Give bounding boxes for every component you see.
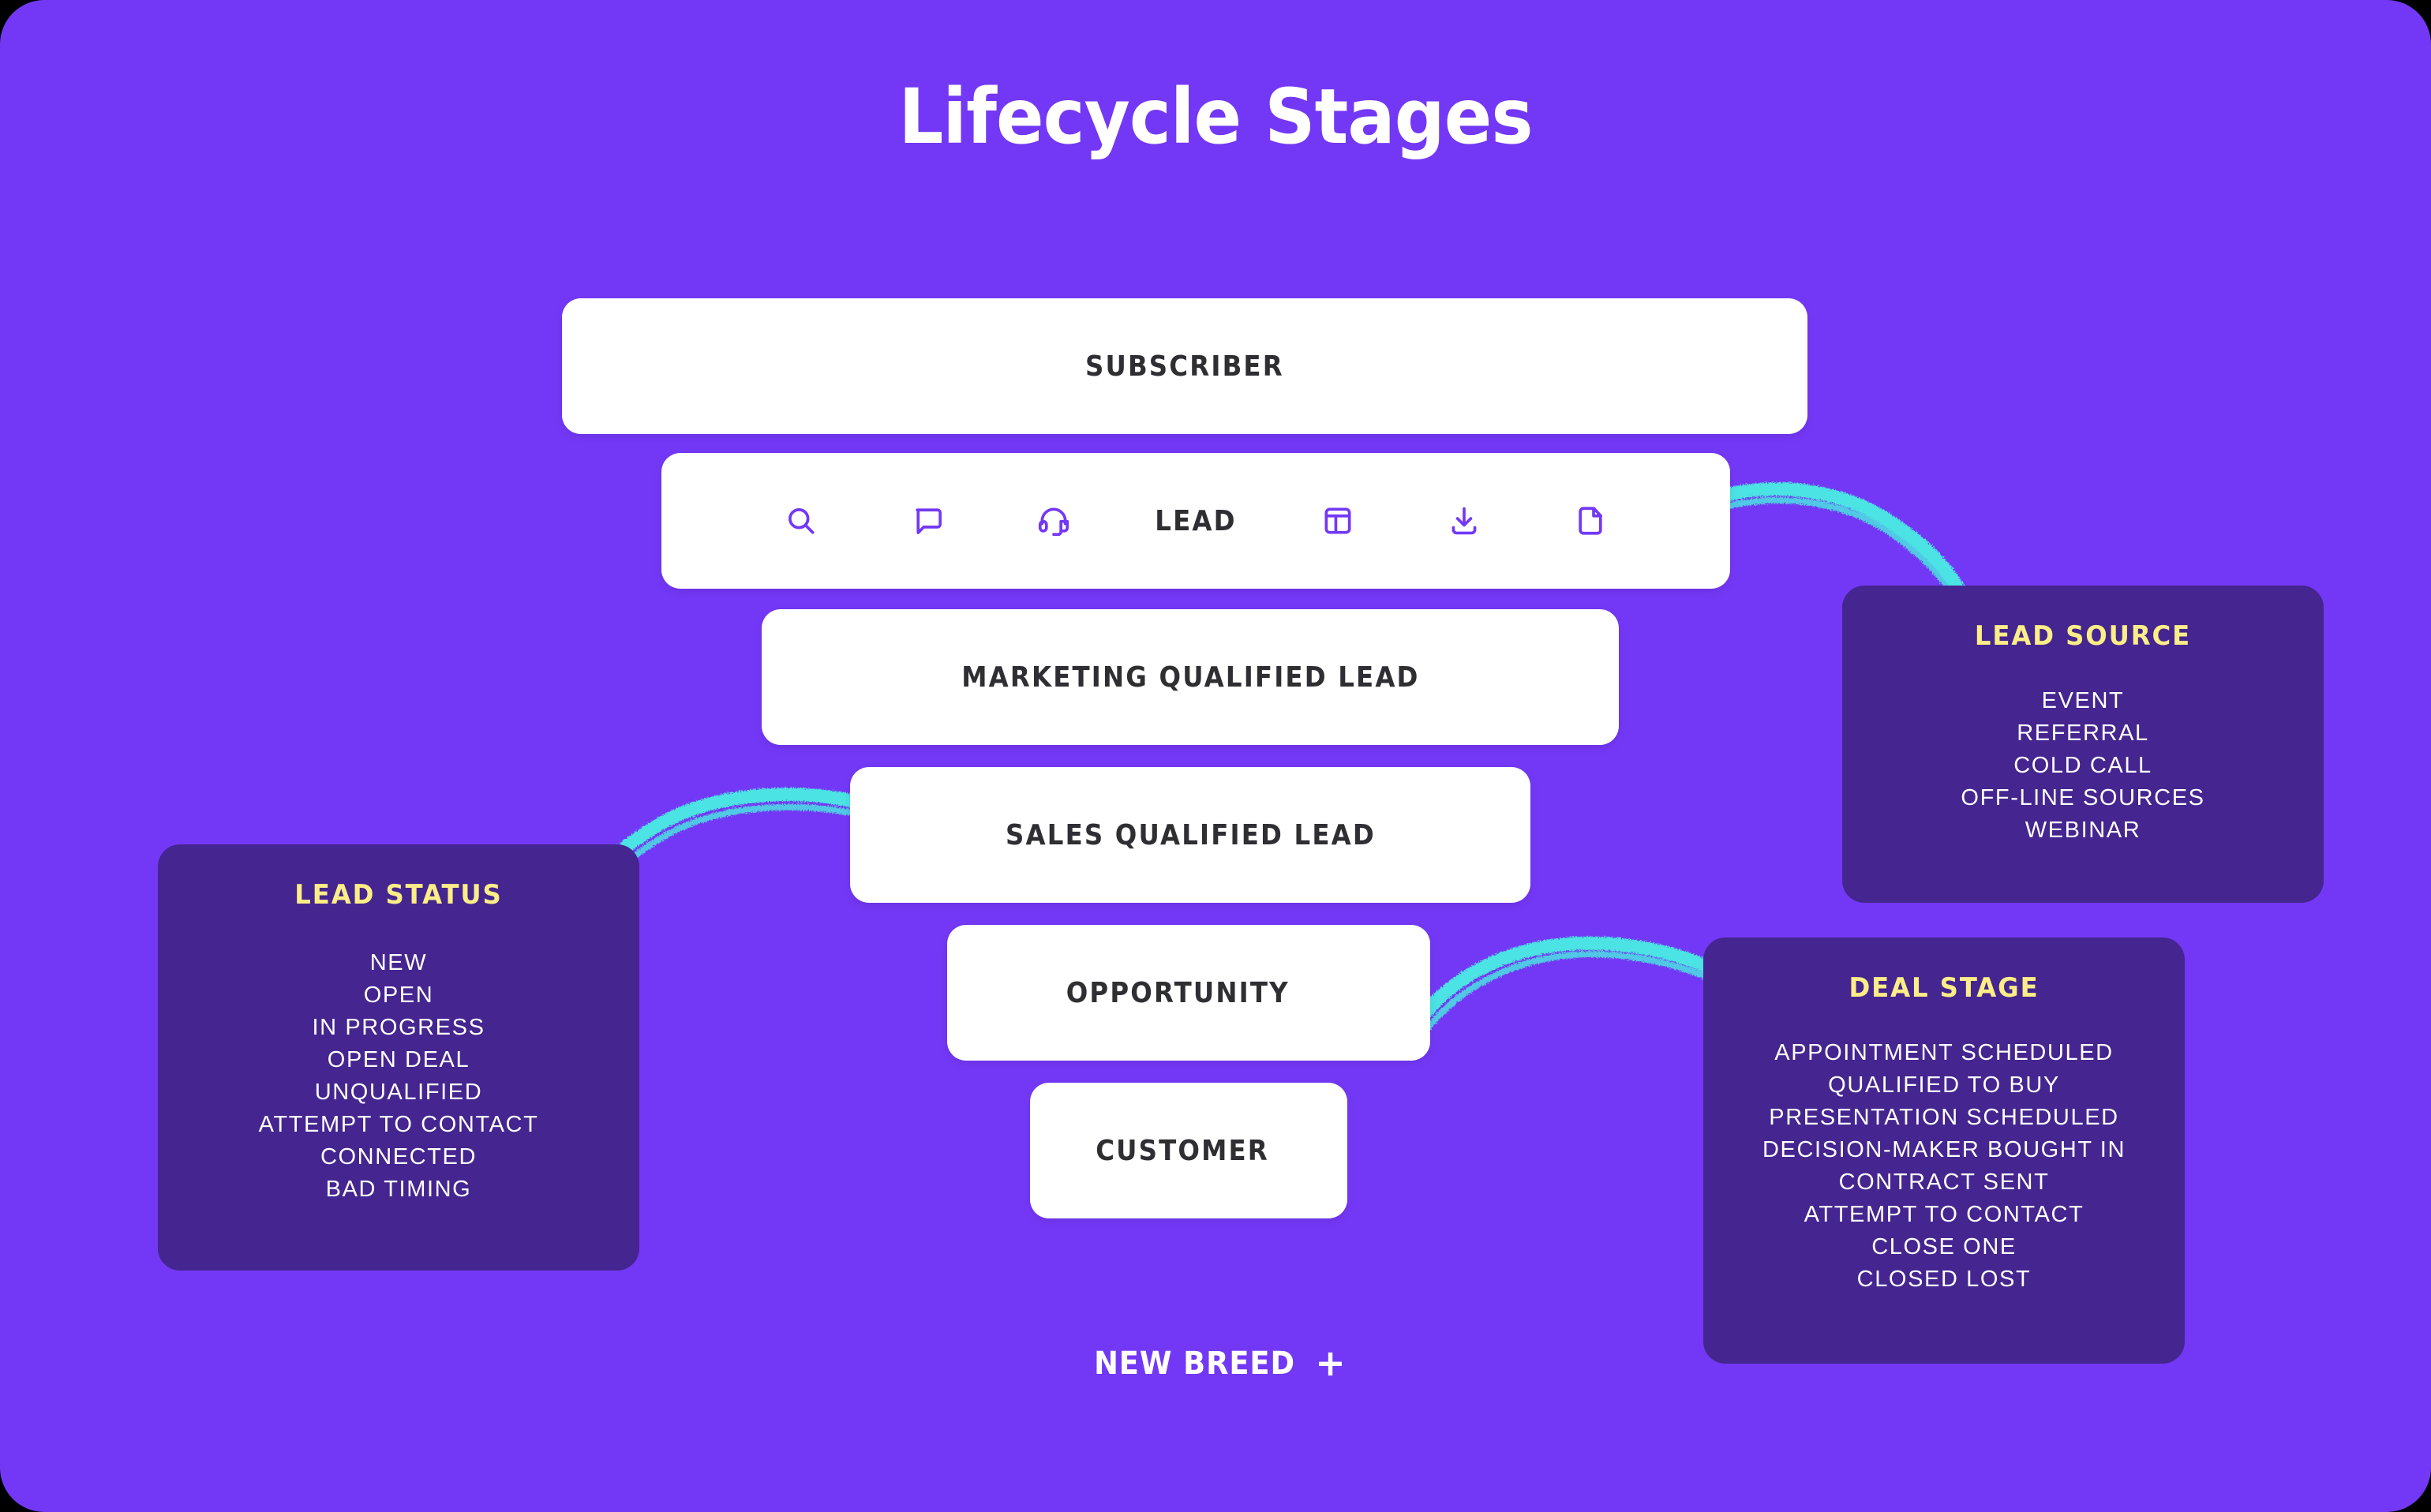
funnel-stage-label: MARKETING QUALIFIED LEAD	[961, 661, 1420, 694]
list-item: QUALIFIED TO BUY	[1828, 1072, 2060, 1098]
list-item: WEBINAR	[2025, 818, 2141, 843]
list-item: IN PROGRESS	[312, 1015, 485, 1040]
list-item: EVENT	[2041, 688, 2125, 713]
list-item: OPEN	[363, 982, 434, 1008]
funnel-stage-label: LEAD	[1155, 504, 1237, 537]
list-item: COLD CALL	[2013, 753, 2152, 778]
list-item: REFERRAL	[2017, 720, 2149, 746]
file-document-icon[interactable]	[1527, 503, 1654, 538]
info-card-deal-stage: DEAL STAGE APPOINTMENT SCHEDULED QUALIFI…	[1703, 938, 2185, 1364]
list-item: CONNECTED	[320, 1144, 478, 1170]
funnel-stage-label: SUBSCRIBER	[1085, 350, 1284, 383]
list-item: OFF-LINE SOURCES	[1961, 785, 2205, 810]
list-item: CLOSED LOST	[1856, 1267, 2032, 1292]
list-item: ATTEMPT TO CONTACT	[1804, 1202, 2085, 1227]
funnel-stage-subscriber[interactable]: SUBSCRIBER	[562, 298, 1807, 434]
info-card-title: LEAD STATUS	[294, 879, 503, 911]
plus-icon: +	[1315, 1342, 1346, 1384]
funnel-stage-marketing-qualified-lead[interactable]: MARKETING QUALIFIED LEAD	[762, 609, 1619, 745]
info-card-list: EVENT REFERRAL COLD CALL OFF-LINE SOURCE…	[1842, 685, 2324, 847]
layout-panel-icon[interactable]	[1275, 503, 1401, 538]
chat-bubble-icon[interactable]	[864, 503, 991, 538]
list-item: PRESENTATION SCHEDULED	[1769, 1105, 2119, 1130]
list-item: NEW	[369, 950, 428, 975]
info-card-list: NEW OPEN IN PROGRESS OPEN DEAL UNQUALIFI…	[158, 947, 639, 1206]
brand-logo: NEW BREED +	[0, 1342, 2431, 1384]
list-item: OPEN DEAL	[327, 1047, 470, 1072]
brand-name: NEW BREED	[1094, 1345, 1296, 1382]
funnel-stage-lead[interactable]: LEAD	[661, 453, 1730, 589]
info-card-title: LEAD SOURCE	[1974, 620, 2192, 652]
list-item: CONTRACT SENT	[1838, 1170, 2050, 1195]
list-item: DECISION-MAKER BOUGHT IN	[1762, 1137, 2126, 1162]
info-card-lead-status: LEAD STATUS NEW OPEN IN PROGRESS OPEN DE…	[158, 844, 639, 1271]
lead-icon-row: LEAD	[661, 503, 1730, 538]
info-card-list: APPOINTMENT SCHEDULED QUALIFIED TO BUY P…	[1703, 1037, 2185, 1296]
info-card-title: DEAL STAGE	[1849, 972, 2040, 1004]
headset-icon[interactable]	[991, 503, 1117, 538]
info-card-lead-source: LEAD SOURCE EVENT REFERRAL COLD CALL OFF…	[1842, 586, 2324, 903]
funnel-stage-opportunity[interactable]: OPPORTUNITY	[947, 925, 1430, 1061]
funnel-stage-label: OPPORTUNITY	[1066, 976, 1290, 1009]
list-item: ATTEMPT TO CONTACT	[258, 1112, 539, 1137]
funnel-stage-customer[interactable]: CUSTOMER	[1030, 1083, 1347, 1218]
funnel-stage-sales-qualified-lead[interactable]: SALES QUALIFIED LEAD	[850, 767, 1530, 903]
list-item: UNQUALIFIED	[314, 1080, 483, 1105]
list-item: BAD TIMING	[325, 1177, 472, 1202]
download-icon[interactable]	[1401, 503, 1527, 538]
funnel-stage-label: SALES QUALIFIED LEAD	[1005, 818, 1376, 851]
funnel-stage-label: CUSTOMER	[1096, 1134, 1269, 1167]
list-item: CLOSE ONE	[1871, 1234, 2017, 1259]
list-item: APPOINTMENT SCHEDULED	[1774, 1040, 2114, 1065]
search-icon[interactable]	[738, 503, 864, 538]
page-title: Lifecycle Stages	[898, 73, 1533, 161]
